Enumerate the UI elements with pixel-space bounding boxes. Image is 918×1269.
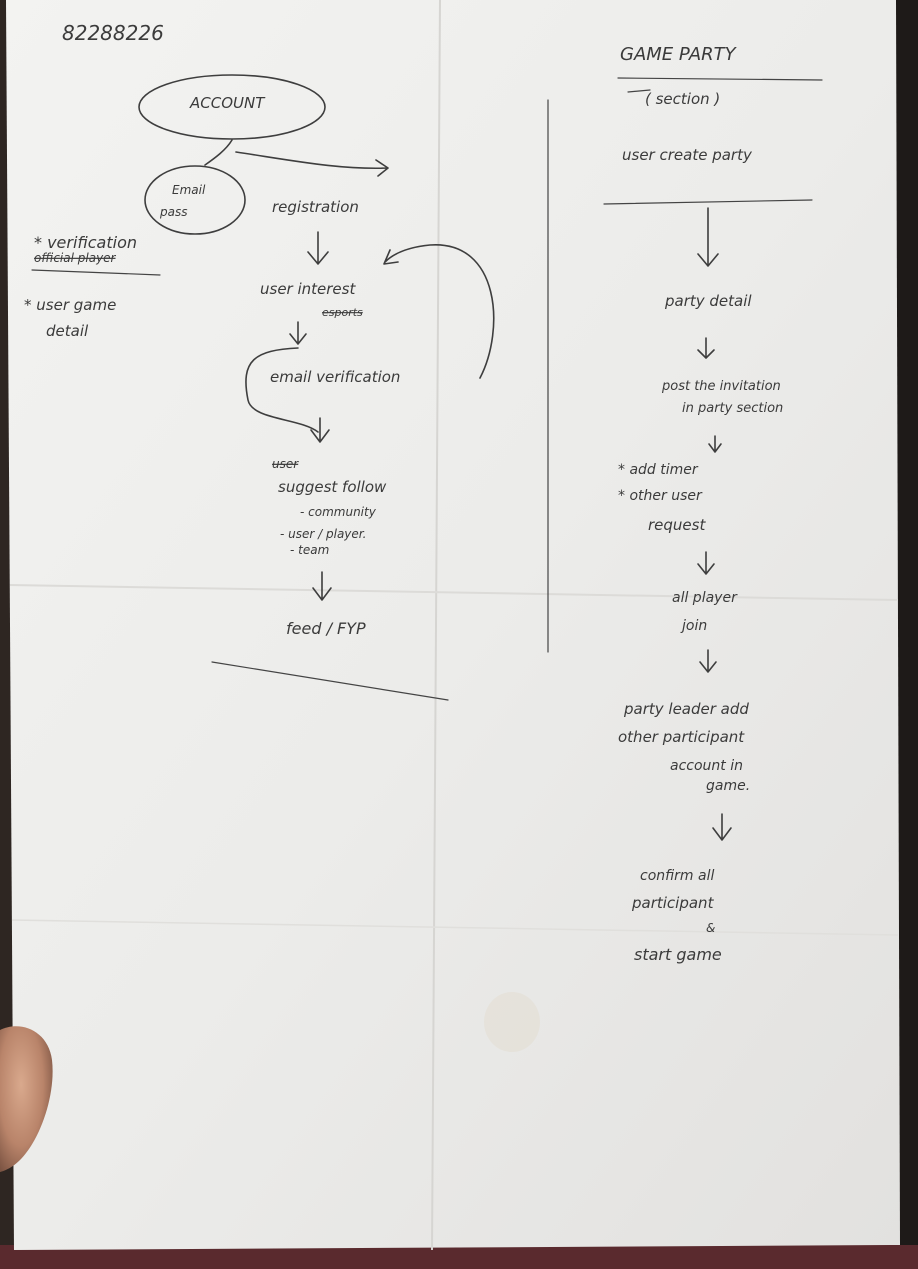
title-underline bbox=[617, 77, 823, 81]
account-label: ACCOUNT bbox=[189, 94, 266, 112]
arrow-to-post-invitation bbox=[697, 337, 715, 359]
confirm-4: start game bbox=[634, 945, 722, 964]
fold-line-vertical bbox=[431, 0, 441, 1251]
user-game-detail-note-2: detail bbox=[46, 322, 89, 340]
email-pass-label-1: Email bbox=[172, 183, 206, 197]
arrow-account-to-email bbox=[204, 139, 233, 166]
email-pass-label-2: pass bbox=[159, 205, 187, 219]
party-leader-1: party leader add bbox=[623, 700, 749, 718]
other-user-note-1: * other user bbox=[618, 488, 703, 504]
arrow-to-feed bbox=[312, 571, 332, 601]
user-game-detail-note-1: * user game bbox=[24, 296, 116, 314]
other-user-note-2: request bbox=[648, 516, 706, 534]
all-player-1: all player bbox=[672, 590, 738, 606]
add-timer-note: * add timer bbox=[618, 462, 699, 478]
all-player-2: join bbox=[680, 618, 707, 634]
official-player-underline bbox=[31, 269, 161, 276]
subtitle-line bbox=[627, 89, 651, 93]
registration-label: registration bbox=[272, 198, 359, 216]
arrow-to-timer bbox=[708, 435, 722, 453]
email-pass-bubble bbox=[144, 165, 246, 235]
arrow-account-to-registration bbox=[235, 151, 389, 177]
post-invitation-1: post the invitation bbox=[661, 379, 781, 394]
finger bbox=[0, 1026, 53, 1172]
arrow-to-all-player bbox=[697, 551, 715, 575]
party-leader-2: other participant bbox=[618, 728, 745, 746]
official-player-crossed: official player bbox=[34, 251, 117, 265]
section-subtitle: ( section ) bbox=[645, 90, 720, 108]
paper-sheet bbox=[6, 0, 900, 1250]
user-interest-scribble: esports bbox=[322, 306, 363, 319]
account-bubble bbox=[138, 74, 326, 140]
confirm-2: participant bbox=[631, 894, 715, 912]
arrow-to-user-interest bbox=[307, 231, 329, 265]
phone-number-text: 82288226 bbox=[62, 21, 164, 45]
left-end-line bbox=[211, 661, 449, 701]
fold-line-horizontal bbox=[9, 584, 899, 601]
email-verification-label: email verification bbox=[270, 368, 400, 386]
feed-label: feed / FYP bbox=[286, 619, 366, 638]
verification-note: * verification bbox=[34, 233, 137, 252]
arrow-to-confirm bbox=[712, 813, 732, 841]
suggest-item-team: - team bbox=[290, 543, 329, 557]
arrow-to-party-detail bbox=[697, 207, 719, 267]
confirm-1: confirm all bbox=[640, 868, 714, 884]
crossed-word: user bbox=[272, 457, 299, 471]
arrow-to-suggest bbox=[310, 417, 330, 443]
user-create-party: user create party bbox=[622, 146, 753, 164]
suggest-item-community: - community bbox=[300, 505, 377, 519]
post-invitation-2: in party section bbox=[682, 401, 783, 416]
suggest-item-user-player: - user / player. bbox=[280, 527, 366, 541]
confirm-3: & bbox=[706, 921, 715, 935]
arrow-to-email-verification bbox=[289, 321, 307, 345]
email-verification-bracket bbox=[245, 347, 319, 433]
party-leader-3: account in bbox=[670, 758, 743, 774]
suggest-follow-label: suggest follow bbox=[278, 478, 387, 496]
game-party-title: GAME PARTY bbox=[620, 44, 738, 65]
user-interest-label: user interest bbox=[260, 280, 356, 298]
right-divider-line bbox=[603, 199, 813, 205]
party-detail-label: party detail bbox=[664, 292, 752, 310]
arrow-to-party-leader bbox=[699, 649, 717, 673]
loop-arrow bbox=[383, 244, 495, 379]
paper-stain bbox=[484, 992, 540, 1052]
fold-line-horizontal-2 bbox=[11, 919, 899, 936]
party-leader-4: game. bbox=[706, 778, 750, 794]
